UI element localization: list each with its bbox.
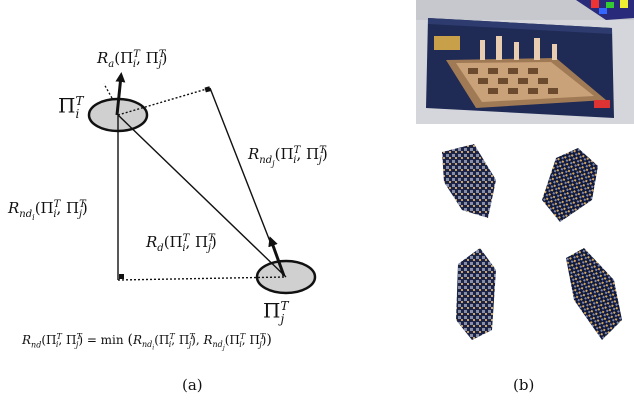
label-rnd-i: Rndi(ΠTi, ΠTj) [8, 199, 88, 222]
right-angle-marker-j [204, 86, 211, 93]
distance-line-rnd-j [209, 87, 272, 245]
label-pi-j: ΠTj [263, 298, 289, 326]
photo-chess-box [416, 0, 634, 124]
label-ra: Ra(ΠTi, ΠTj) [97, 49, 168, 70]
point-cloud-view-4 [566, 248, 622, 340]
label-pi-i: ΠTi [58, 93, 84, 121]
dotted-line-i [103, 83, 113, 99]
label-rd: Rd(ΠTi, ΠTj) [146, 233, 217, 254]
formula-rnd-min: Rnd(ΠTi, ΠTj) = min (Rndi(ΠTi, ΠTj), Rnd… [22, 332, 272, 352]
distance-line-rd [117, 114, 287, 278]
point-cloud-view-1 [442, 144, 496, 218]
normal-arrow-i [115, 72, 126, 116]
label-rnd-j: Rndj(ΠTi, ΠTj) [248, 145, 328, 168]
point-cloud-view-3 [456, 248, 496, 340]
caption-a: (a) [182, 376, 203, 394]
dotted-line-bottom [117, 276, 287, 281]
normal-arrow-j [268, 236, 286, 277]
point-cloud-view-2 [542, 148, 598, 222]
point-cloud-views [442, 144, 622, 340]
caption-b: (b) [513, 376, 535, 394]
right-angle-marker-i [119, 274, 124, 279]
diagram-panel-a [87, 72, 317, 295]
